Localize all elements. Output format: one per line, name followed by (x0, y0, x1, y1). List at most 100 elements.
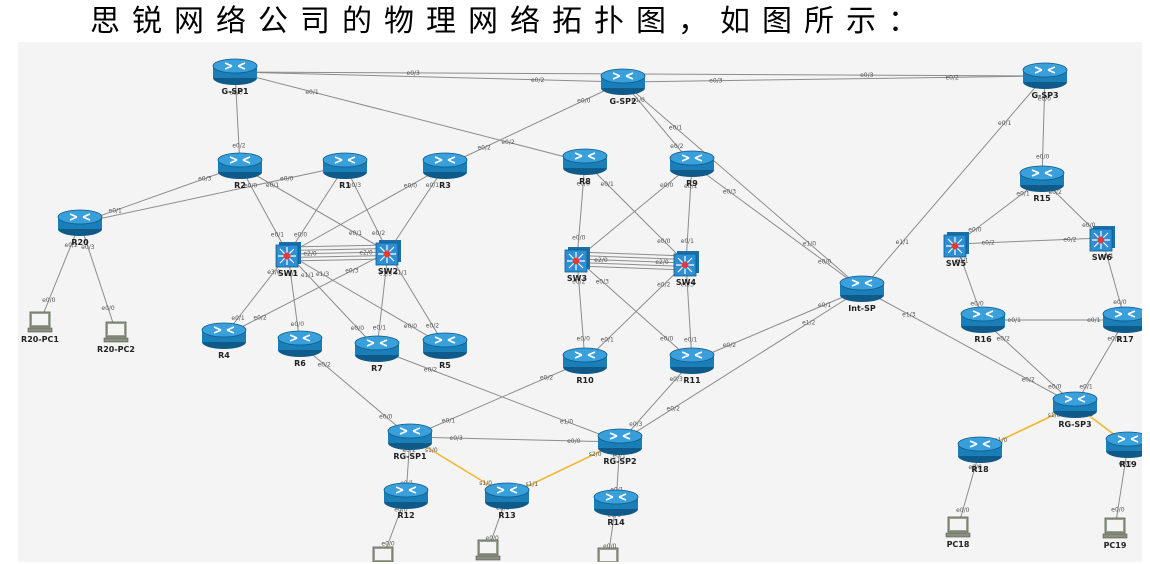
ethernet-link (584, 161, 687, 264)
port-label: e0/2 (981, 240, 995, 247)
device-label: R13 (498, 511, 515, 520)
device-r4[interactable]: R4 (201, 322, 247, 360)
router-icon (1052, 391, 1098, 418)
port-label: e0/0 (291, 321, 305, 328)
device-pc13[interactable]: PC13 (475, 539, 501, 562)
device-label: R3 (439, 181, 451, 190)
port-label: e0/0 (404, 323, 418, 330)
ethernet-link (444, 81, 624, 167)
port-label: e0/0 (280, 176, 294, 183)
pc-icon (945, 516, 971, 538)
device-r16[interactable]: R16 (960, 306, 1006, 344)
device-int-sp[interactable]: Int-SP (839, 275, 885, 313)
switch-icon (673, 251, 699, 277)
device-sw2[interactable]: SW2 (375, 240, 401, 276)
port-label: e0/1 (1008, 317, 1022, 324)
port-label: e0/0 (818, 259, 832, 266)
port-label: e0/0 (1113, 299, 1127, 306)
device-rg-sp2[interactable]: RG-SP2 (597, 428, 643, 466)
ethernet-link (955, 237, 1103, 245)
device-pc12[interactable]: PC12 (371, 546, 395, 562)
ethernet-link (1101, 237, 1126, 321)
device-r1[interactable]: R1 (322, 152, 368, 190)
device-sw5[interactable]: SW5 (943, 232, 969, 268)
port-label: e0/2 (667, 405, 681, 412)
ethernet-link (287, 253, 446, 347)
device-pc18[interactable]: PC18 (945, 516, 971, 549)
ethernet-link (234, 71, 624, 83)
ethernet-link (239, 165, 389, 253)
port-label: e0/1 (818, 302, 832, 309)
trunk-link (287, 244, 389, 248)
device-r19[interactable]: R19 (1105, 431, 1142, 469)
router-icon (217, 152, 263, 179)
device-label: R20-PC2 (97, 345, 135, 354)
device-g-sp2[interactable]: G-SP2 (600, 68, 646, 106)
ethernet-link (619, 288, 863, 443)
port-label: e1/0 (560, 419, 574, 426)
port-label: s1/1 (525, 481, 538, 488)
port-label: e1/3 (379, 270, 393, 277)
device-pc14[interactable]: PC14 (596, 547, 620, 562)
device-r18[interactable]: R18 (957, 436, 1003, 474)
port-label: e0/0 (660, 182, 674, 189)
router-icon (354, 335, 400, 362)
device-label: R14 (607, 518, 625, 527)
port-label: e0/2 (670, 143, 684, 150)
trunk-link (576, 251, 687, 257)
device-r5[interactable]: R5 (422, 332, 468, 370)
device-r11[interactable]: R11 (669, 347, 715, 385)
port-label: e0/2 (1063, 236, 1077, 243)
device-sw1[interactable]: SW1 (275, 242, 301, 278)
device-r6[interactable]: R6 (277, 330, 323, 368)
device-r15[interactable]: R15 (1019, 165, 1065, 203)
port-label: e0/1 (109, 207, 123, 214)
port-label: e0/0 (379, 414, 393, 421)
port-label: e0/0 (1036, 153, 1050, 160)
device-r17[interactable]: R17 (1102, 306, 1142, 344)
device-r3[interactable]: R3 (422, 152, 468, 190)
port-label: e0/1 (349, 230, 363, 237)
device-label: R16 (974, 335, 992, 344)
device-g-sp1[interactable]: G-SP1 (212, 58, 258, 96)
port-label: e0/2 (1107, 336, 1121, 343)
router-icon (57, 209, 103, 236)
port-labels-layer: e0/3 e0/3 e0/2 e0/3 e0/2 e0/0 e0/2 e0/1 e0/2 e0/0… (42, 70, 1132, 550)
port-label: e0/3 (629, 421, 643, 428)
device-r8[interactable]: R8 (562, 148, 608, 186)
port-label: e0/3 (860, 72, 874, 79)
trunk-link (576, 258, 687, 264)
device-sw6[interactable]: SW6 (1089, 226, 1115, 262)
device-r9[interactable]: R9 (669, 150, 715, 188)
device-r20-pc2[interactable]: R20-PC2 (97, 321, 135, 354)
port-label: e0/1 (998, 120, 1012, 127)
device-r20[interactable]: R20 (57, 209, 103, 247)
device-label: R6 (294, 359, 306, 368)
device-sw4[interactable]: SW4 (673, 251, 699, 287)
device-r7[interactable]: R7 (354, 335, 400, 373)
device-r14[interactable]: R14 (593, 489, 639, 527)
device-r12[interactable]: R12 (383, 482, 429, 520)
topology-diagram: e0/3 e0/3 e0/2 e0/3 e0/2 e0/0 e0/2 e0/1 e0/2 e0/0… (21, 58, 1142, 562)
device-r10[interactable]: R10 (562, 347, 608, 385)
device-r2[interactable]: R2 (217, 152, 263, 190)
device-label: SW3 (567, 274, 587, 283)
port-label: e0/1 (1100, 253, 1114, 260)
device-sw3[interactable]: SW3 (564, 247, 590, 283)
device-r20-pc1[interactable]: R20-PC1 (21, 311, 59, 344)
device-pc19[interactable]: PC19 (1102, 517, 1128, 550)
port-label: e0/3 (348, 182, 362, 189)
device-rg-sp1[interactable]: RG-SP1 (387, 423, 433, 461)
device-r13[interactable]: R13 (484, 482, 530, 520)
switch-icon (943, 232, 969, 258)
port-label: s1/0 (425, 447, 438, 454)
router-icon (562, 347, 608, 374)
port-label: e1/2 (284, 271, 298, 278)
ethernet-link (387, 251, 446, 347)
ethernet-link (239, 165, 289, 255)
ethernet-link (685, 163, 693, 264)
ethernet-link (576, 258, 693, 362)
device-g-sp3[interactable]: G-SP3 (1022, 62, 1068, 100)
device-rg-sp3[interactable]: RG-SP3 (1052, 391, 1098, 429)
port-label: e0/1 (266, 182, 280, 189)
